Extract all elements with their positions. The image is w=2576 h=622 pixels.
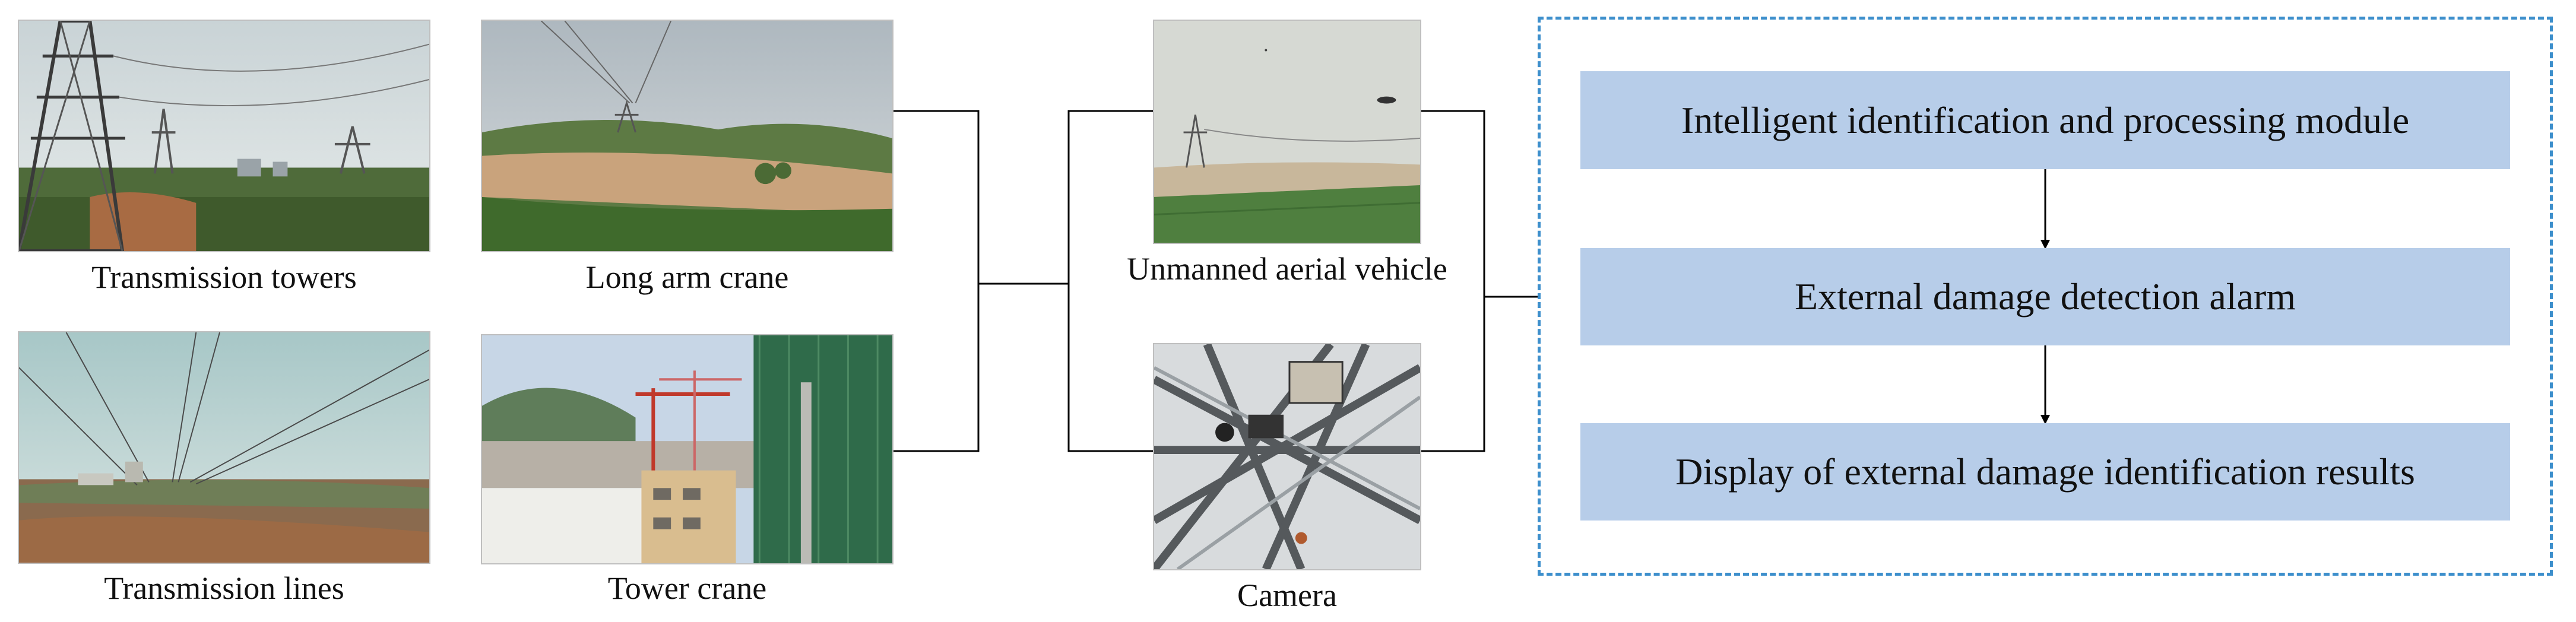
stage-detection-alarm: External damage detection alarm [1580, 248, 2510, 345]
stage-identification-module-label: Intelligent identification and processin… [1681, 99, 2410, 141]
stage-detection-alarm-label: External damage detection alarm [1794, 275, 2296, 318]
caption-tower-crane: Tower crane [607, 570, 767, 606]
caption-transmission-towers: Transmission towers [91, 259, 357, 295]
processing-system-frame [1538, 17, 2553, 576]
caption-long-arm-crane: Long arm crane [585, 259, 789, 295]
photo-transmission-towers [18, 20, 430, 252]
photo-transmission-lines [18, 331, 430, 564]
stage-results-display-label: Display of external damage identificatio… [1675, 450, 2415, 493]
photo-uav [1153, 20, 1421, 244]
photo-long-arm-crane [481, 20, 893, 252]
stage-identification-module: Intelligent identification and processin… [1580, 71, 2510, 169]
caption-transmission-lines: Transmission lines [104, 570, 344, 606]
caption-camera: Camera [1237, 577, 1337, 613]
stage-results-display: Display of external damage identificatio… [1580, 423, 2510, 521]
caption-uav: Unmanned aerial vehicle [1127, 251, 1447, 287]
photo-tower-crane [481, 334, 893, 564]
photo-camera [1153, 343, 1421, 570]
